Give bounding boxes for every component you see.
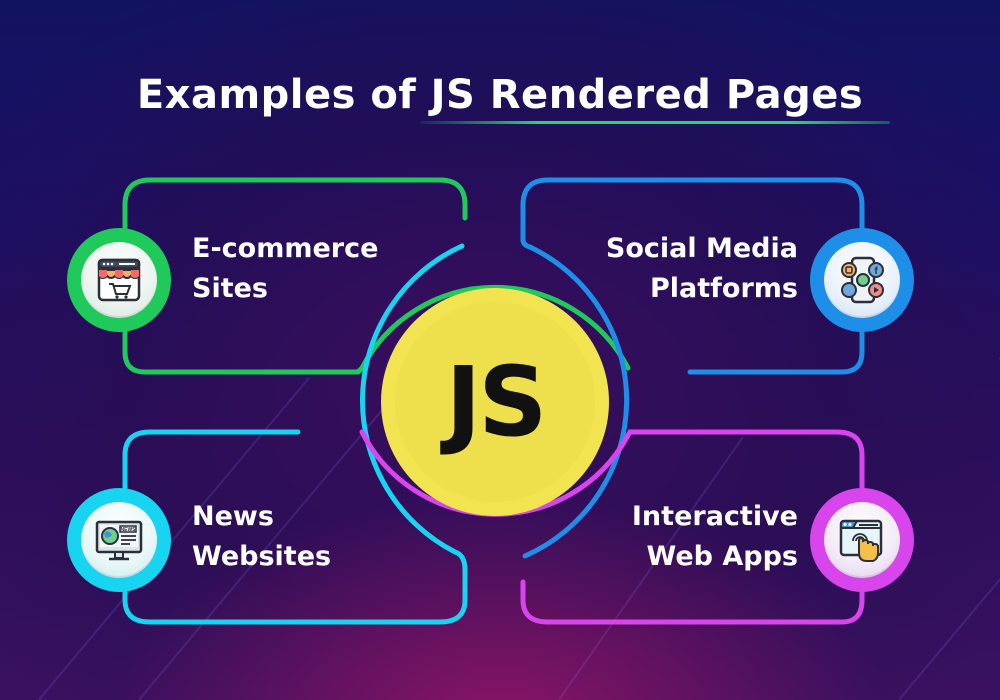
ecommerce-icon-inner [81, 242, 157, 318]
svg-text:f: f [874, 266, 878, 277]
social-arc [522, 244, 630, 559]
webapps-frame-top [624, 429, 865, 508]
news-icon-inner: NEWS [81, 502, 157, 578]
js-logo-text: JS [445, 346, 548, 458]
storefront-cart-icon [97, 258, 141, 302]
browser-tap-hand-icon [839, 519, 883, 562]
svg-text:NEWS: NEWS [121, 527, 137, 533]
ecommerce-frame-bottom [122, 317, 361, 375]
news-arc [360, 243, 465, 555]
webapps-icon-inner [824, 502, 900, 578]
page-title: Examples of JS Rendered Pages [136, 72, 864, 118]
js-logo-circle: JS [381, 288, 609, 516]
social-icon-badge: f [810, 228, 914, 332]
news-frame-bottom [122, 549, 468, 625]
ecommerce-label: E-commerce Sites [192, 233, 379, 304]
social-icon-inner: f [824, 242, 900, 318]
news-label: News Websites [192, 501, 332, 572]
social-frame-bottom [687, 317, 865, 375]
ecommerce-frame-top [122, 177, 468, 248]
js-logo-inner: JS [395, 302, 595, 502]
social-label: Social Media Platforms [605, 233, 798, 304]
title-underline [420, 121, 890, 124]
news-monitor-icon: NEWS [95, 520, 143, 561]
social-frame-top [520, 177, 865, 250]
ecommerce-icon-badge [67, 228, 171, 332]
ecommerce-arc [355, 284, 631, 375]
news-frame-top [122, 429, 301, 508]
webapps-icon-badge [810, 488, 914, 592]
webapps-label: Interactive Web Apps [631, 501, 798, 572]
news-icon-badge: NEWS [67, 488, 171, 592]
webapps-frame-bottom [520, 577, 865, 625]
social-media-phone-icon: f [841, 256, 884, 304]
